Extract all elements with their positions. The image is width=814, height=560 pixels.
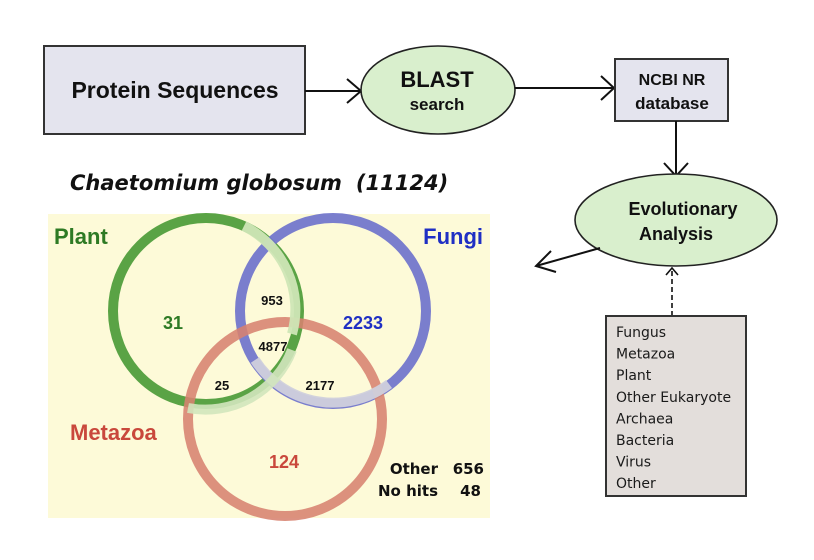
metazoa-label: Metazoa: [70, 420, 158, 445]
database-label: database: [635, 94, 709, 113]
fungi-arc-faded: [250, 357, 392, 408]
nohits-label: No hits: [378, 482, 438, 500]
protein-sequences-node: Protein Sequences: [43, 45, 306, 135]
category-item: Other: [616, 476, 656, 492]
plant-label: Plant: [54, 224, 108, 249]
region-fungi-metazoa: 2177: [306, 378, 335, 393]
ncbi-label: NCBI NR: [639, 72, 706, 89]
protein-sequences-box: [43, 45, 306, 135]
other-value: 656: [453, 460, 484, 478]
category-item: Virus: [616, 455, 651, 471]
protein-sequences-label: Protein Sequences: [71, 77, 278, 103]
total-count: (11124): [356, 171, 448, 195]
blast-ellipse: [360, 45, 516, 135]
region-plant-fungi: 953: [261, 293, 283, 308]
nohits-value: 48: [460, 482, 481, 500]
arrow-ncbi-to-evolutionary: [663, 121, 689, 178]
blast-label: BLAST: [400, 67, 474, 92]
category-item: Bacteria: [616, 433, 674, 449]
category-item: Other Eukaryote: [616, 390, 731, 406]
evolutionary-ellipse: [574, 173, 778, 267]
blast-search-label: search: [410, 95, 465, 114]
category-item: Archaea: [616, 411, 673, 427]
evolutionary-label: Evolutionary: [628, 199, 737, 219]
region-plant-only: 31: [163, 313, 183, 333]
arrow-blast-to-ncbi: [515, 75, 616, 101]
evolutionary-analysis-node: Evolutionary Analysis: [574, 173, 778, 267]
venn-circles: [108, 213, 431, 521]
arrow-evolutionary-to-venn: [534, 247, 601, 273]
arrow-protein-to-blast: [305, 78, 363, 104]
region-fungi-only: 2233: [343, 313, 383, 333]
venn-title: Chaetomium globosum (11124): [70, 171, 448, 195]
category-item: Metazoa: [616, 347, 675, 363]
analysis-label: Analysis: [639, 224, 713, 244]
category-list-background: [605, 315, 747, 497]
dashed-arrow-categories-to-evolutionary: [665, 266, 679, 316]
ncbi-nr-node: NCBI NR database: [614, 58, 729, 122]
metazoa-circle: [183, 317, 387, 521]
ncbi-box: [614, 58, 729, 122]
region-plant-metazoa: 25: [215, 378, 229, 393]
fungi-label: Fungi: [423, 224, 483, 249]
blast-search-node: BLAST search: [360, 45, 516, 135]
organism-name: Chaetomium globosum: [70, 171, 342, 195]
plant-lower-arc-faded: [187, 348, 297, 415]
other-label: Other: [390, 460, 439, 478]
category-item: Fungus: [616, 325, 666, 341]
region-metazoa-only: 124: [269, 452, 299, 472]
category-item: Plant: [616, 368, 652, 384]
region-all-three: 4877: [259, 339, 288, 354]
plant-arc-faded: [241, 221, 301, 336]
